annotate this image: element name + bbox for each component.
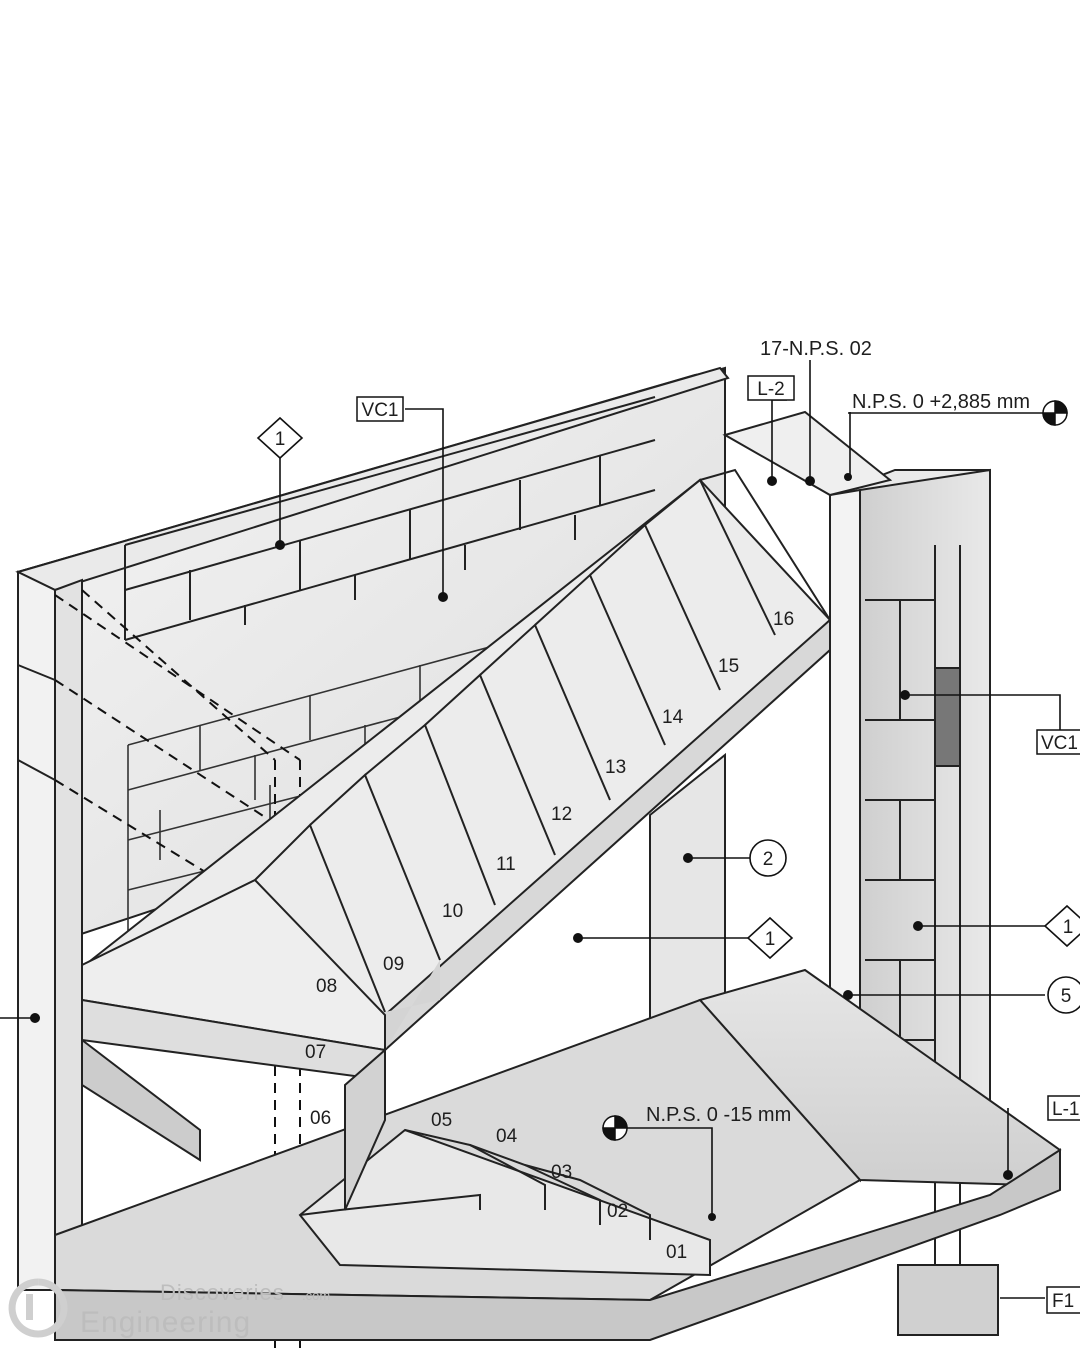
landing bbox=[81, 878, 386, 1162]
tag-l2: L-2 bbox=[747, 375, 795, 401]
level-label-floor: N.P.S. 0 -15 mm bbox=[646, 1104, 791, 1126]
svg-text:F1: F1 bbox=[1052, 1291, 1074, 1312]
level-symbol-top bbox=[848, 400, 1068, 426]
tag-f1: F1 bbox=[1046, 1286, 1080, 1314]
svg-text:1: 1 bbox=[1063, 917, 1074, 938]
watermark: Discoveries .com Engineering bbox=[8, 1278, 330, 1339]
step-number: 12 bbox=[551, 804, 572, 825]
watermark-logo-icon bbox=[8, 1278, 68, 1338]
step-number: 01 bbox=[666, 1242, 687, 1263]
svg-text:Engineering: Engineering bbox=[80, 1306, 251, 1339]
svg-text:L-1: L-1 bbox=[1052, 1099, 1079, 1120]
diamond-marker-mid: 1 bbox=[746, 916, 794, 960]
tag-vc1-right: VC1 bbox=[1036, 729, 1080, 755]
leader-dots bbox=[30, 473, 1013, 1221]
svg-text:5: 5 bbox=[1061, 986, 1072, 1007]
svg-text:1: 1 bbox=[765, 929, 776, 950]
diamond-marker-right: 1 bbox=[1043, 904, 1080, 948]
step-number: 11 bbox=[496, 854, 516, 875]
lower-flight bbox=[298, 1047, 711, 1277]
diamond-marker-top: 1 bbox=[256, 416, 304, 460]
step-number: 03 bbox=[551, 1162, 572, 1183]
step-number: 04 bbox=[496, 1126, 518, 1147]
step-number: 07 bbox=[305, 1042, 326, 1063]
leader-lines bbox=[0, 360, 1061, 1299]
left-wall bbox=[17, 570, 83, 1292]
tag-l1-right: L-1 bbox=[1047, 1095, 1080, 1121]
back-wall bbox=[15, 366, 730, 957]
level-symbol-floor bbox=[602, 1115, 628, 1141]
level-label-17: 17-N.P.S. 02 bbox=[760, 338, 872, 360]
svg-text:1: 1 bbox=[275, 429, 286, 450]
step-number: 08 bbox=[316, 976, 337, 997]
step-number: 02 bbox=[607, 1201, 628, 1222]
circle-marker-2: 2 bbox=[749, 839, 787, 877]
step-number: 13 bbox=[605, 757, 626, 778]
step-number: 14 bbox=[662, 707, 684, 728]
step-number: 15 bbox=[718, 656, 739, 677]
svg-text:VC1: VC1 bbox=[362, 400, 399, 421]
level-label-top: N.P.S. 0 +2,885 mm bbox=[852, 391, 1030, 413]
step-numbers: 01 02 03 04 05 06 07 08 09 10 11 12 13 1… bbox=[305, 609, 794, 1263]
step-number: 10 bbox=[442, 901, 463, 922]
svg-text:.com: .com bbox=[302, 1288, 330, 1303]
circle-marker-5: 5 bbox=[1047, 976, 1080, 1014]
step-number: 05 bbox=[431, 1110, 452, 1131]
svg-text:VC1: VC1 bbox=[1041, 733, 1078, 754]
svg-text:Discoveries: Discoveries bbox=[160, 1280, 285, 1305]
svg-text:L-2: L-2 bbox=[757, 379, 784, 400]
svg-text:2: 2 bbox=[763, 849, 774, 870]
step-number: 06 bbox=[310, 1108, 331, 1129]
step-number: 16 bbox=[773, 609, 794, 630]
tag-vc1-top: VC1 bbox=[356, 396, 404, 422]
step-number: 09 bbox=[383, 954, 404, 975]
